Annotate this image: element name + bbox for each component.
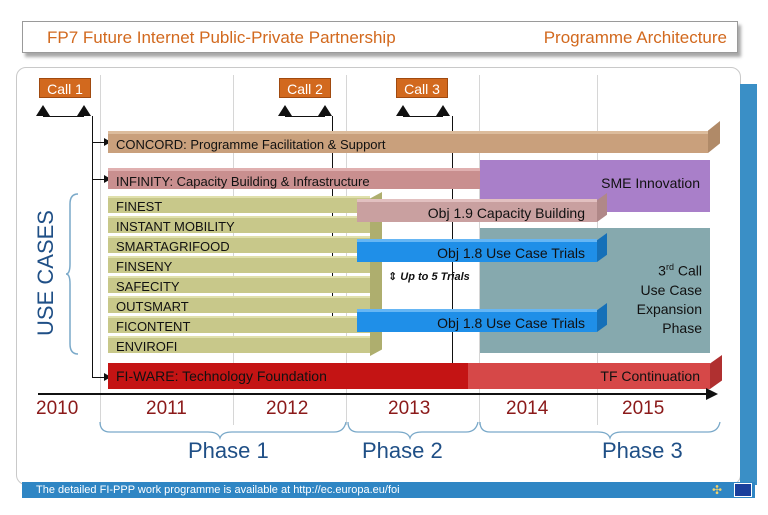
use-case-outsmart: OUTSMART xyxy=(108,296,370,313)
call-2-end-marker xyxy=(318,105,332,116)
infinity-bar: INFINITY: Capacity Building & Infrastruc… xyxy=(108,168,480,189)
use-case-finest: FINEST xyxy=(108,196,370,213)
use-cases-label: USE CASES xyxy=(33,210,58,336)
year-2010: 2010 xyxy=(36,398,79,419)
up-to-5-trials-text: Up to 5 Trials xyxy=(400,271,470,283)
year-2015: 2015 xyxy=(622,398,665,419)
call-3-label: Call 3 xyxy=(396,78,448,98)
obj19-depth xyxy=(597,193,607,222)
sparkle-icon: ✣ xyxy=(712,483,723,497)
call-1-start-marker xyxy=(36,105,50,116)
header-title-left: FP7 Future Internet Public-Private Partn… xyxy=(47,28,396,47)
obj18-2-depth xyxy=(597,303,607,332)
call-3-span xyxy=(403,116,443,117)
obj18-1-depth xyxy=(597,233,607,262)
call-2-label: Call 2 xyxy=(279,78,331,98)
up-to-5-trials-label: ⇕ Up to 5 Trials xyxy=(388,270,470,283)
use-cases-label-wrap: USE CASES xyxy=(26,204,66,354)
use-case-finseny: FINSENY xyxy=(108,256,370,273)
obj19-capacity-building-bar: Obj 1.9 Capacity Building xyxy=(357,199,597,222)
year-2013: 2013 xyxy=(388,398,431,419)
use-case-envirofi: ENVIROFI xyxy=(108,336,370,353)
call-3-start-marker xyxy=(396,105,410,116)
phase-braces xyxy=(99,421,721,440)
phase-3-label: Phase 3 xyxy=(602,438,683,463)
use-case-ficontent: FICONTENT xyxy=(108,316,370,333)
third-call-line-4: Phase xyxy=(662,319,702,336)
arrow-concord xyxy=(92,142,106,143)
third-call-label: 3rd Call Use Case Expansion Phase xyxy=(600,258,702,338)
third-call-line-1: 3rd Call xyxy=(658,262,702,279)
call-3-end-marker xyxy=(436,105,450,116)
call-2-start-marker xyxy=(278,105,292,116)
third-call-line-3: Expansion xyxy=(636,300,702,317)
timeline-arrowhead xyxy=(706,388,718,400)
footer-bar: The detailed FI-PPP work programme is av… xyxy=(22,482,755,498)
use-cases-brace xyxy=(66,193,79,355)
obj18-use-case-trials-bar-2: Obj 1.8 Use Case Trials xyxy=(357,309,597,332)
grid-line-2011 xyxy=(100,75,101,425)
call-1-end-marker xyxy=(77,105,91,116)
year-2014: 2014 xyxy=(506,398,549,419)
header-banner: FP7 Future Internet Public-Private Partn… xyxy=(22,21,738,53)
third-call-line-2: Use Case xyxy=(640,281,702,298)
call-1-connector xyxy=(92,116,93,378)
arrow-infinity xyxy=(92,179,106,180)
phase-1-label: Phase 1 xyxy=(188,438,269,463)
phase-2-label: Phase 2 xyxy=(362,438,443,463)
footer-text: The detailed FI-PPP work programme is av… xyxy=(36,484,400,496)
obj18-use-case-trials-bar-1: Obj 1.8 Use Case Trials xyxy=(357,239,597,262)
timeline-axis xyxy=(38,393,708,395)
header-title-right: Programme Architecture xyxy=(543,28,727,47)
tf-continuation-bar: TF Continuation xyxy=(468,363,710,389)
arrow-infinity-head xyxy=(104,175,111,183)
call-1-label: Call 1 xyxy=(39,78,91,98)
use-case-safecity: SAFECITY xyxy=(108,276,370,293)
side-accent-bar xyxy=(740,84,757,485)
use-case-smartagrifood: SMARTAGRIFOOD xyxy=(108,236,370,253)
use-case-instant-mobility: INSTANT MOBILITY xyxy=(108,216,370,233)
arrow-fiware xyxy=(92,377,106,378)
call-2-span xyxy=(285,116,325,117)
double-arrow-icon: ⇕ xyxy=(388,271,398,283)
eu-flag-icon xyxy=(734,483,752,497)
fiware-depth xyxy=(710,355,722,389)
arrow-fiware-head xyxy=(104,373,111,381)
arrow-concord-head xyxy=(104,138,111,146)
year-2011: 2011 xyxy=(146,398,187,419)
year-2012: 2012 xyxy=(266,398,309,419)
concord-bar: CONCORD: Programme Facilitation & Suppor… xyxy=(108,131,708,153)
fiware-bar: FI-WARE: Technology Foundation xyxy=(108,363,468,389)
call-1-span xyxy=(43,116,84,117)
concord-bar-depth xyxy=(708,121,720,153)
